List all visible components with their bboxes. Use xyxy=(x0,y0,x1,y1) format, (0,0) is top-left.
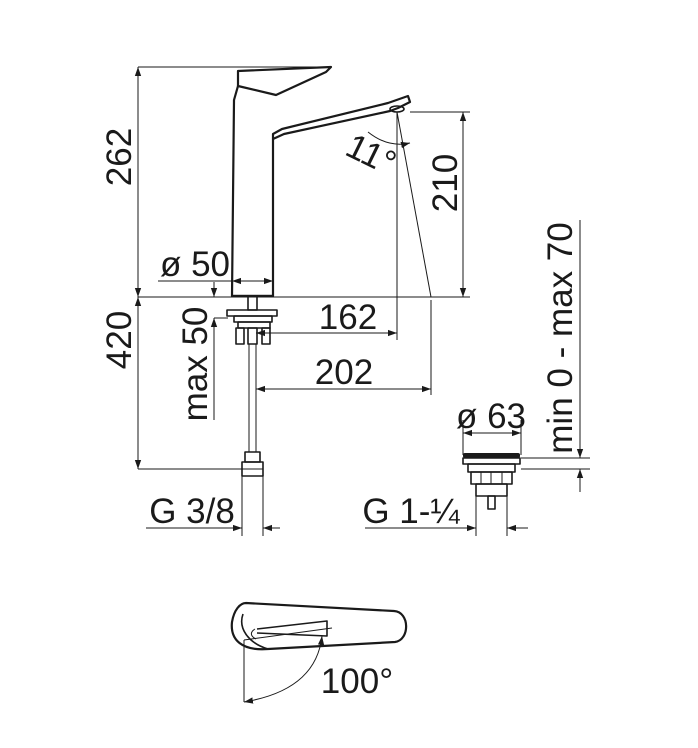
dim-210-label: 210 xyxy=(426,154,465,212)
drain-valve xyxy=(462,453,521,510)
faucet-body xyxy=(230,84,412,298)
dim-202-label: 202 xyxy=(315,353,373,392)
lever-handle xyxy=(236,65,333,97)
dim-supply-thread-label: G 3/8 xyxy=(149,492,235,531)
dim-drain-diameter-label: ø 63 xyxy=(456,397,526,436)
dim-420-label: 420 xyxy=(100,311,139,369)
dim-drain-thread-label: G 1-¼ xyxy=(362,492,460,531)
handle-outline xyxy=(230,601,408,651)
dim-162-label: 162 xyxy=(319,298,377,337)
faucet-side-view xyxy=(226,65,412,477)
dimension-lines xyxy=(134,66,590,704)
dim-spout-angle-label: 11° xyxy=(340,126,402,183)
supply-hose xyxy=(241,344,264,477)
dim-body-diameter-label: ø 50 xyxy=(160,245,230,284)
mounting-hardware xyxy=(226,295,278,345)
handle-top-view xyxy=(230,601,408,651)
dim-drain-range-label: min 0 - max 70 xyxy=(541,222,580,453)
dim-handle-rotation-label: 100° xyxy=(321,662,393,701)
dim-262-label: 262 xyxy=(100,128,139,186)
dim-max-deck-label: max 50 xyxy=(176,307,215,422)
